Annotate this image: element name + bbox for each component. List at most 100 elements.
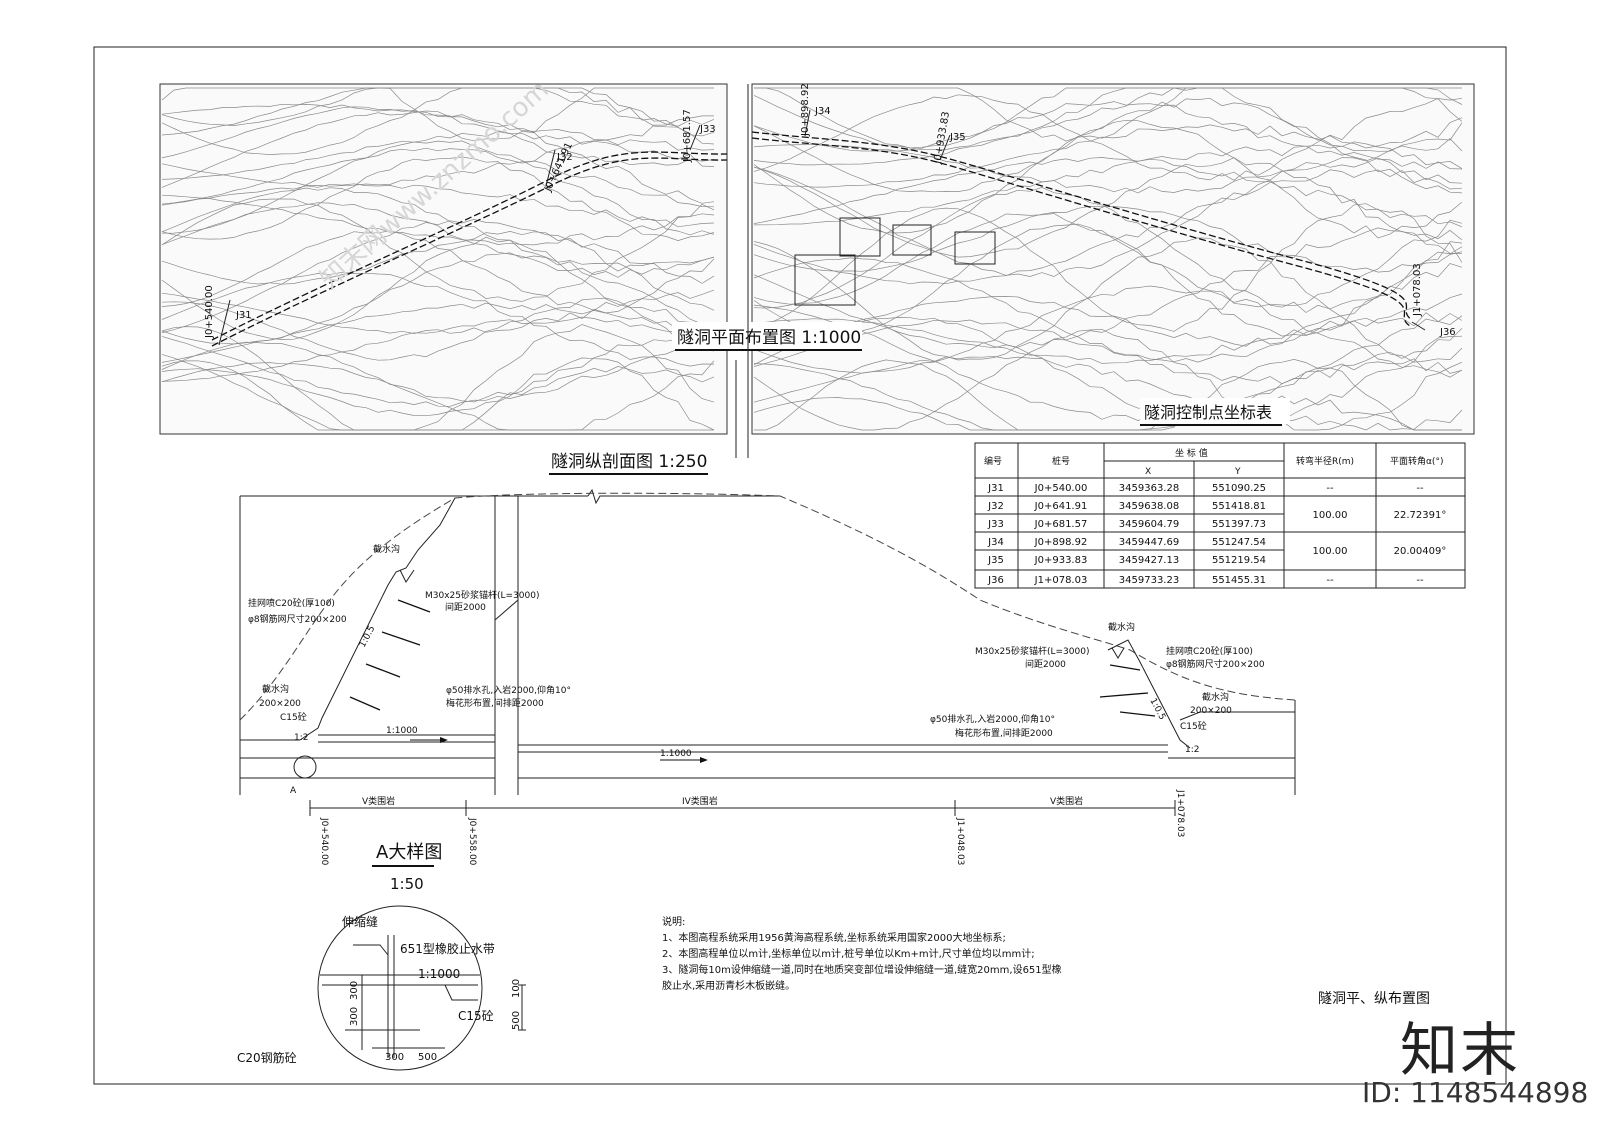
contour-line: [161, 338, 715, 403]
notes-line-2: 2、本图高程单位以m计,坐标单位以m计,桩号单位以Km+m计,尺寸单位均以mm计…: [662, 949, 1035, 960]
coordinate-table: [974, 442, 1466, 589]
contour-line: [161, 236, 715, 342]
label-shotcrete-right: 挂网喷C20砼(厚100): [1166, 645, 1253, 657]
label-ditch-right-low: 截水沟: [1202, 691, 1229, 703]
contour-line: [753, 203, 1463, 332]
plan-label-j33: J33: [699, 124, 716, 135]
plan-station-j36: J1+078.03: [1412, 263, 1423, 317]
contour-line: [161, 147, 715, 208]
plan-view-right: [751, 83, 1475, 435]
contour-line: [753, 312, 1463, 364]
table-cell-station: J0+898.92: [1034, 537, 1088, 548]
detail-title: A大样图: [376, 842, 442, 863]
contour-line: [161, 87, 715, 155]
table-cell-angle: --: [1416, 483, 1424, 494]
table-header-radius: 转弯半径R(m): [1296, 455, 1354, 467]
table-cell-station: J0+540.00: [1034, 483, 1088, 494]
table-cell-radius: --: [1326, 483, 1334, 494]
plan-label-j34: J34: [814, 106, 831, 117]
label-drain-right-2: 梅花形布置,间排距2000: [955, 727, 1053, 739]
table-cell-x: 3459447.69: [1119, 537, 1179, 548]
contour-line: [753, 157, 1463, 277]
contour-line: [753, 157, 1463, 228]
contour-line: [753, 138, 1463, 194]
contour-line: [753, 317, 1463, 425]
notes-block: 说明: 1、本图高程系统采用1956黄海高程系统,坐标系统采用国家2000大地坐…: [662, 915, 1262, 995]
contour-line: [753, 319, 1463, 385]
contour-line: [753, 97, 1463, 194]
label-station-c: J1+048.03: [955, 817, 965, 865]
sheet-border: [93, 46, 1507, 1085]
contour-line: [161, 110, 715, 204]
contour-line: [161, 187, 715, 272]
profile-title: 隧洞纵剖面图 1:250: [551, 452, 707, 472]
label-ditch-right-c15: C15砼: [1180, 720, 1207, 732]
detail-dim-300c: 300: [385, 1052, 404, 1063]
table-cell-x: 3459638.08: [1119, 501, 1179, 512]
contour-line: [161, 131, 715, 180]
contour-line: [753, 101, 1463, 152]
table-cell-x: 3459363.28: [1119, 483, 1179, 494]
label-ditch-right-size: 200×200: [1190, 706, 1232, 716]
label-ditch-left-top: 截水沟: [373, 543, 400, 555]
table-cell-angle: --: [1416, 575, 1424, 586]
plan-label-j31: J31: [235, 310, 252, 321]
contour-line: [161, 252, 715, 345]
profile-annotations: 截水沟 M30x25砂浆锚杆(L=3000) 间距2000 挂网喷C20砼(厚1…: [248, 543, 1265, 866]
contour-line: [753, 169, 1463, 285]
label-station-a: J0+540.00: [319, 817, 329, 866]
plan-station-j31: J0+540.00: [204, 285, 215, 339]
table-title-bg: [1140, 398, 1290, 424]
table-cell-radius: 100.00: [1313, 546, 1348, 557]
contour-line: [753, 87, 1462, 166]
contour-line: [161, 183, 715, 228]
contour-line: [753, 304, 1463, 421]
notes-line-4: 胶止水,采用沥青杉木板嵌缝。: [662, 981, 796, 992]
contour-line: [753, 94, 1463, 181]
image-id: ID: 1148544898: [1362, 1076, 1589, 1109]
profile-title-bg: [548, 448, 710, 474]
label-slope-left-low: 1:2: [294, 733, 308, 743]
table-header-angle: 平面转角α(°): [1390, 455, 1443, 467]
table-cell-x: 3459733.23: [1119, 575, 1179, 586]
contour-line: [161, 366, 715, 417]
detail-dim-300a: 300: [349, 981, 360, 1000]
contour-line: [753, 328, 1463, 431]
contour-line: [161, 231, 715, 285]
label-ditch-left-c15: C15砼: [280, 711, 307, 723]
contour-line: [753, 213, 1463, 308]
contour-line: [753, 257, 1463, 363]
label-station-b: J0+558.00: [467, 817, 477, 866]
label-mesh-right: φ8钢筋网尺寸200×200: [1166, 658, 1265, 670]
table-cell-y: 551397.73: [1212, 519, 1266, 530]
table-header-station: 桩号: [1052, 455, 1070, 467]
contour-line: [753, 395, 1462, 431]
contour-line: [161, 202, 715, 278]
label-station-d: J1+078.03: [1175, 789, 1185, 837]
label-rock-iv: IV类围岩: [682, 795, 718, 807]
label-anchor-right: M30x25砂浆锚杆(L=3000): [975, 645, 1089, 657]
detail-scale: 1:50: [390, 875, 424, 893]
contour-line: [161, 156, 715, 241]
detail-dim-100: 100: [511, 979, 522, 998]
contour-line: [161, 219, 715, 333]
contour-line: [753, 119, 1463, 239]
plan-label-j35: J35: [949, 132, 966, 143]
label-rock-v-left: V类围岩: [362, 795, 395, 807]
plan-station-j34: J0+898.92: [800, 83, 811, 137]
contour-line: [753, 145, 1463, 226]
label-anchor-left-spacing: 间距2000: [445, 601, 486, 613]
plan-label-j32: J32: [556, 152, 573, 163]
detail-dim-500a: 500: [418, 1052, 437, 1063]
table-cell-no: J33: [987, 519, 1004, 530]
contour-line: [753, 187, 1463, 313]
table-cell-station: J0+641.91: [1034, 501, 1088, 512]
detail-dim-500b: 500: [511, 1011, 522, 1030]
label-ditch-left-low: 截水沟: [262, 683, 289, 695]
contour-line: [161, 316, 715, 382]
table-cell-no: J31: [987, 483, 1004, 494]
detail-c20: C20钢筋砼: [237, 1050, 297, 1065]
table-cell-x: 3459427.13: [1119, 555, 1179, 566]
